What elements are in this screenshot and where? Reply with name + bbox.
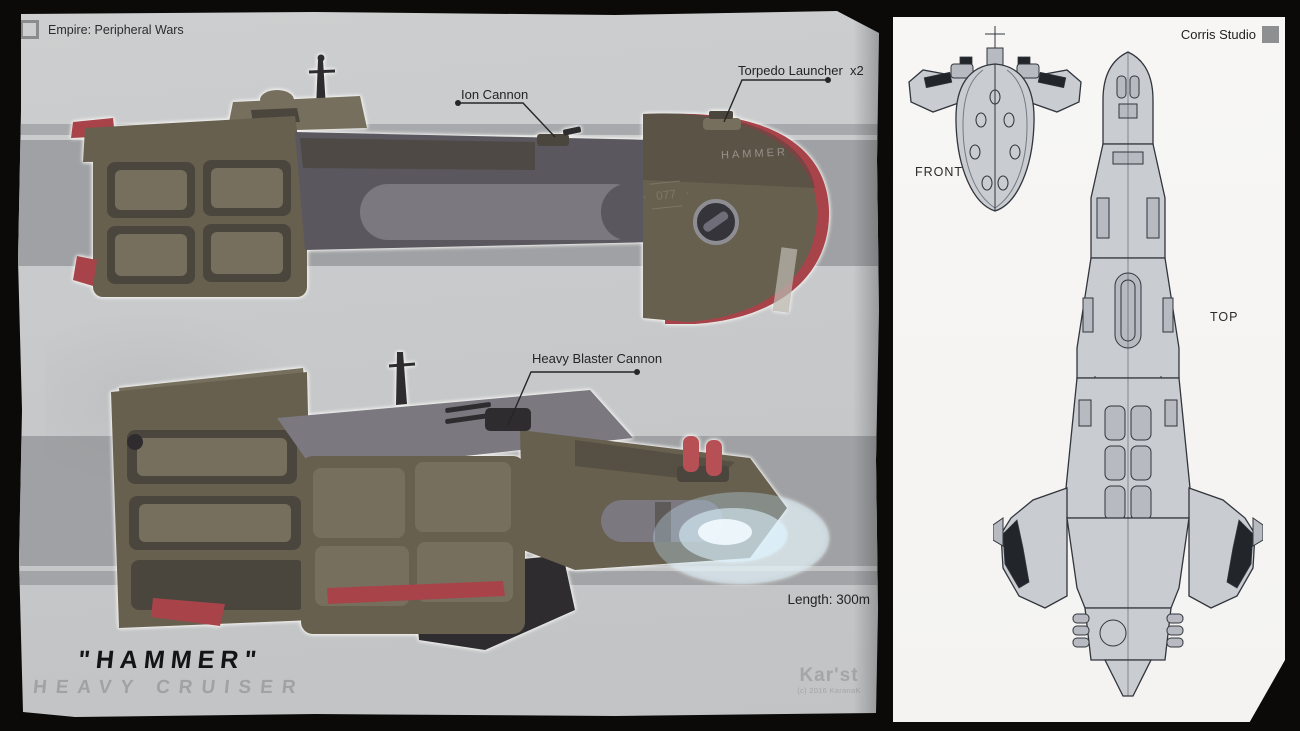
torpedo-launcher-turret (703, 111, 741, 130)
empire-label: Empire: Peripheral Wars (48, 22, 184, 37)
ship-title: "HAMMER" (76, 646, 264, 674)
torpedo-pods (677, 436, 729, 482)
top-view-drawing (993, 51, 1263, 697)
empire-badge-icon (20, 20, 39, 39)
studio-label: Corris Studio (1180, 27, 1256, 42)
length-note: Length: 300m (787, 592, 870, 607)
ship-side-view-top (71, 54, 830, 324)
callout-torpedo-launcher: Torpedo Launcher x2 (738, 63, 864, 78)
empire-header: Empire: Peripheral Wars (20, 20, 184, 39)
ship-side-view-bottom (111, 352, 829, 650)
heavy-blaster-turret (445, 402, 531, 431)
paper-edge-shadow (853, 11, 879, 717)
right-blueprint-panel: Corris Studio (893, 17, 1285, 722)
front-view-drawing (908, 26, 1082, 212)
background-stripe-top (18, 124, 879, 135)
engine-glow (653, 492, 829, 584)
ship-class-subtitle: HEAVY CRUISER (31, 677, 306, 698)
front-view-label: FRONT (915, 165, 964, 179)
artist-copyright: (c) 2016 KaranaK (797, 686, 861, 695)
artist-logo-name: Kar'st (799, 665, 859, 686)
callout-leader-lines (455, 77, 831, 426)
left-paper-panel: Empire: Peripheral Wars Ion Cannon Torpe… (18, 11, 879, 717)
studio-badge-icon (1262, 26, 1279, 43)
hull-number-text: 077 (655, 186, 677, 204)
callout-heavy-blaster-cannon: Heavy Blaster Cannon (532, 351, 663, 366)
ship-illustrations (71, 54, 831, 650)
artist-logo: Kar'st (c) 2016 KaranaK (773, 665, 879, 695)
callout-ion-cannon: Ion Cannon (461, 87, 529, 102)
top-view-label: TOP (1210, 310, 1239, 324)
ion-cannon-turret (537, 126, 582, 146)
